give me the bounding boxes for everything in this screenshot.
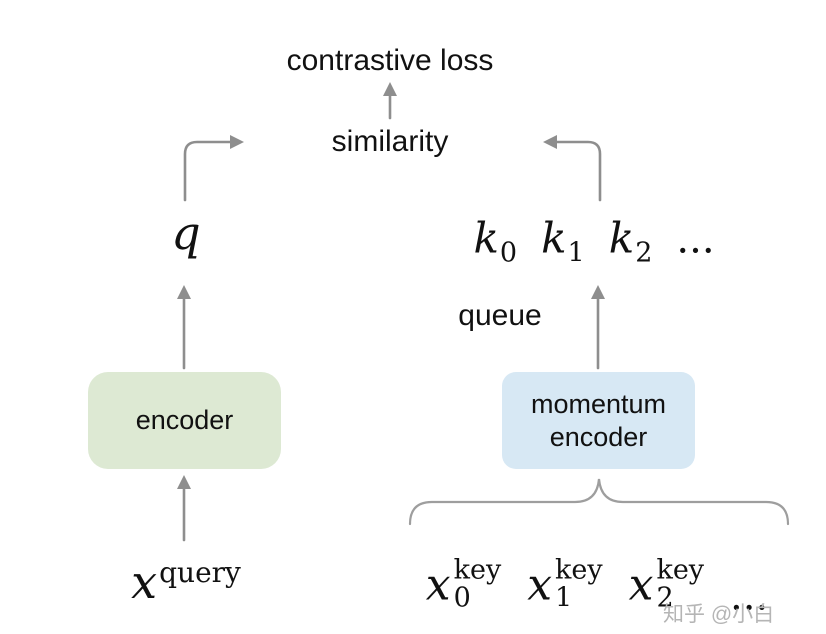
encoder-box-label: encoder	[135, 405, 234, 435]
keys-grouping-brace	[408, 478, 790, 526]
k1-base: k	[541, 213, 567, 263]
x-key-1-base: x	[527, 559, 553, 611]
x-key-0-base: x	[425, 559, 451, 611]
k0-base: k	[473, 213, 499, 263]
k0-label: k0	[473, 213, 517, 269]
k2-subscript: 2	[635, 237, 653, 269]
x-keys-ellipsis: ...	[730, 574, 769, 620]
k1-subscript: 1	[567, 237, 585, 269]
x-key-0-scripts: key 0	[453, 554, 502, 614]
q-vector-label: q	[171, 206, 201, 260]
encoder-to-q-arrow	[177, 285, 191, 370]
x-key-2-subscript: 2	[656, 583, 674, 614]
x-key-2-superscript: key	[656, 554, 705, 586]
x-key-1-subscript: 1	[555, 583, 573, 614]
k1-label: k1	[541, 213, 585, 269]
keys-to-similarity-arrow	[543, 135, 602, 202]
x-key-1-scripts: key 1	[555, 554, 603, 614]
queue-label: queue	[458, 299, 542, 332]
contrastive-loss-label: contrastive loss	[286, 44, 494, 77]
similarity-label: similarity	[331, 125, 449, 158]
momentum-encoder-to-keys-arrow	[591, 285, 605, 370]
x-key-2-base: x	[628, 559, 654, 611]
x-key-2: x key 2	[628, 554, 705, 614]
x-key-0-subscript: 0	[453, 583, 471, 614]
k0-subscript: 0	[499, 237, 518, 269]
x-query-label: xquery	[131, 555, 241, 609]
x-query-superscript: query	[159, 556, 241, 589]
momentum-encoder-label-line2: encoder	[549, 421, 648, 452]
x-key-2-scripts: key 2	[656, 554, 705, 614]
keys-ellipsis: ...	[676, 216, 715, 263]
similarity-to-loss-arrow	[383, 82, 397, 120]
k2-label: k2	[608, 213, 653, 269]
watermark: 知乎 @小白	[663, 603, 775, 626]
x-key-0-superscript: key	[453, 554, 502, 586]
k2-base: k	[608, 213, 635, 263]
x-key-1-superscript: key	[555, 554, 603, 586]
x-key-0: x key 0	[425, 554, 502, 614]
q-to-similarity-arrow	[183, 135, 244, 202]
x-query-to-encoder-arrow	[177, 475, 191, 542]
momentum-encoder-label-line1: momentum	[530, 388, 667, 419]
x-key-inputs-row: x key 0 x key 1 x key 2 ...	[425, 554, 768, 620]
encoder-box: encoder	[88, 372, 281, 469]
x-query-base: x	[131, 555, 158, 609]
x-key-1: x key 1	[527, 554, 603, 614]
momentum-encoder-box: momentum encoder	[502, 372, 695, 469]
key-vectors-row: k0 k1 k2 ...	[473, 213, 715, 269]
